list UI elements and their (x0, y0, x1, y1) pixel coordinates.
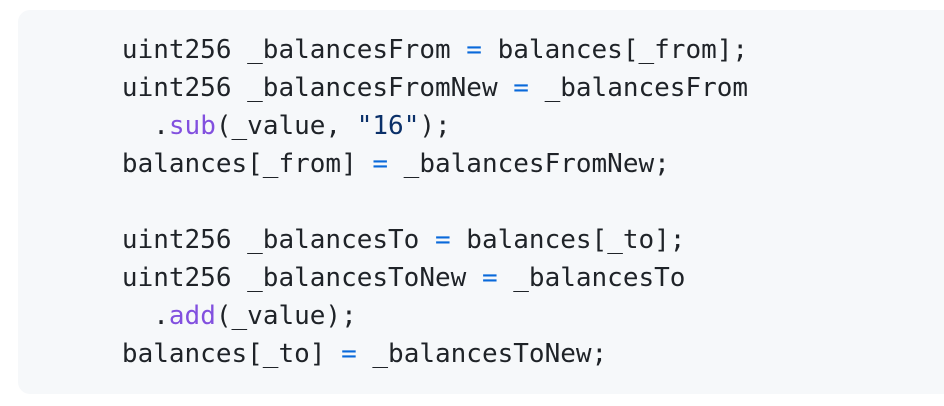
code-line: uint256 _balancesTo = balances[_to]; (28, 221, 942, 259)
code-token-fg: ); (419, 111, 451, 141)
code-line: balances[_from] = _balancesFromNew; (28, 145, 942, 183)
code-line: .sub(_value, "16"); (28, 107, 942, 145)
code-token-fg: . (28, 301, 169, 331)
code-line: uint256 _balancesFrom = balances[_from]; (28, 31, 942, 69)
code-token-function: sub (168, 111, 216, 141)
code-token-fg: . (28, 111, 169, 141)
code-token-fg: _balancesFromNew; (388, 149, 670, 179)
code-token-fg: (_value); (215, 301, 357, 331)
code-token-fg: uint256 _balancesFrom (28, 35, 467, 65)
code-token-operator: = (481, 263, 498, 293)
code-token-string: "16" (356, 111, 420, 141)
code-token-fg: uint256 _balancesFromNew (28, 73, 514, 103)
code-token-fg: _balancesToNew; (356, 339, 608, 369)
code-line: balances[_to] = _balancesToNew; (28, 335, 942, 373)
code-token-fg: balances[_to]; (450, 225, 686, 255)
code-line: .add(_value); (28, 297, 942, 335)
code-token-fg: balances[_from]; (481, 35, 749, 65)
code-token-fg: uint256 _balancesTo (28, 225, 435, 255)
code-token-fg: _balancesTo (497, 263, 686, 293)
code-line: uint256 _balancesFromNew = _balancesFrom (28, 69, 942, 107)
code-token-operator: = (513, 73, 529, 103)
code-token-operator: = (372, 149, 389, 179)
code-token-operator: = (341, 339, 357, 369)
code-token-fg: uint256 _balancesToNew (28, 263, 482, 293)
code-token-fg: balances[_from] (28, 149, 373, 179)
code-block: uint256 _balancesFrom = balances[_from];… (18, 10, 944, 394)
code-token-fg: _balancesFrom (528, 73, 749, 103)
code-token-operator: = (435, 225, 451, 255)
code-line: uint256 _balancesToNew = _balancesTo (28, 259, 942, 297)
code-line (28, 183, 942, 221)
code-token-function: add (168, 301, 216, 331)
code-token-fg: (_value, (215, 111, 357, 141)
code-token-fg: balances[_to] (28, 339, 342, 369)
code-token-operator: = (466, 35, 482, 65)
code-block-panel: uint256 _balancesFrom = balances[_from];… (18, 10, 944, 394)
